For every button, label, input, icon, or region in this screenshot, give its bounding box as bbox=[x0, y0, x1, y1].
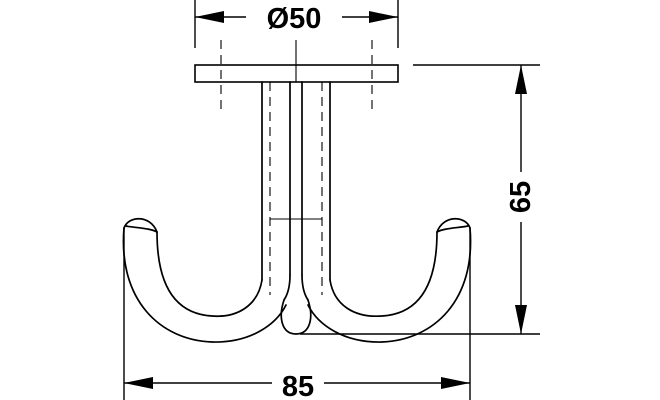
base-plate bbox=[194, 40, 399, 110]
left-hook-inner bbox=[156, 231, 263, 317]
right-hook-inner bbox=[329, 231, 438, 317]
left-hook-outer bbox=[122, 227, 287, 343]
height-label-bg bbox=[506, 172, 538, 222]
height-arrow-bottom bbox=[515, 305, 527, 334]
diameter-arrow-right bbox=[369, 11, 398, 23]
height-dimension bbox=[300, 64, 540, 335]
height-arrow-top bbox=[515, 65, 527, 94]
diameter-label: Ø50 bbox=[267, 3, 322, 35]
diameter-label-bg bbox=[246, 0, 342, 34]
double-hook-body bbox=[122, 81, 472, 343]
right-hook-tip-edge bbox=[436, 225, 469, 233]
hidden-lines bbox=[269, 82, 323, 295]
center-nose bbox=[280, 299, 312, 335]
diameter-symbol: Ø bbox=[267, 3, 290, 35]
center-nose-join-right bbox=[301, 274, 309, 301]
diameter-value: 50 bbox=[289, 3, 321, 35]
right-hook-outer bbox=[307, 227, 472, 343]
left-hook-tip-edge bbox=[125, 225, 158, 233]
height-label: 65 bbox=[505, 181, 537, 213]
center-nose-join-left bbox=[283, 274, 291, 301]
width-label-bg bbox=[272, 366, 324, 400]
diameter-arrow-left bbox=[195, 11, 224, 23]
width-arrow-left bbox=[124, 377, 153, 389]
width-arrow-right bbox=[441, 377, 470, 389]
width-label: 85 bbox=[282, 371, 314, 400]
